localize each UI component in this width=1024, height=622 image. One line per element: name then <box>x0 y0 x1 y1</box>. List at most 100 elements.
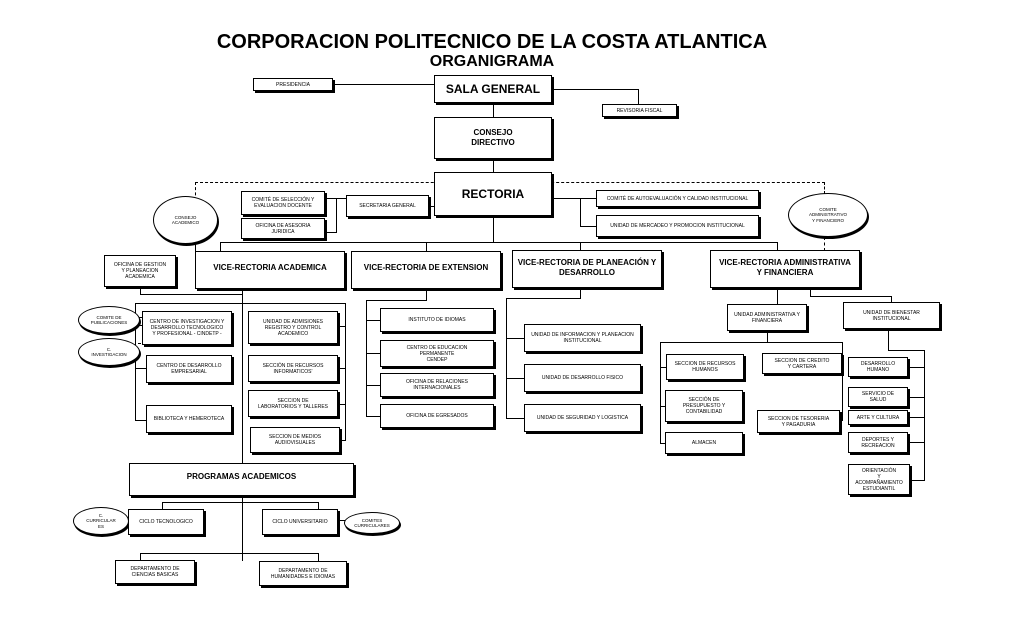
dashed-connector <box>824 182 825 194</box>
box-admisiones[interactable]: UNIDAD DE ADMISIONES REGISTRO Y CONTROL … <box>248 311 338 344</box>
box-rectoria[interactable]: RECTORIA <box>434 172 552 216</box>
connector-line <box>338 520 345 521</box>
box-desarrollo-empresarial[interactable]: CENTRO DE DESARROLLO EMPRESARIAL <box>146 355 232 383</box>
connector-line <box>580 242 581 251</box>
connector-line <box>842 342 843 421</box>
connector-line <box>162 502 163 510</box>
connector-line <box>140 294 243 295</box>
box-unidad-administrativa[interactable]: UNIDAD ADMINISTRATIVA Y FINANCIERA <box>727 304 807 331</box>
box-asesoria-juridica[interactable]: OFICINA DE ASESORIA JURIDICA <box>241 218 325 239</box>
connector-line <box>338 326 346 327</box>
box-comite-seleccion[interactable]: COMITÉ DE SELECCIÓN Y EVALUACION DOCENTE <box>241 191 325 215</box>
connector-line <box>336 198 347 199</box>
connector-line <box>660 443 666 444</box>
box-relaciones-internacionales[interactable]: OFICINA DE RELACIONES INTERNACIONALES <box>380 373 494 397</box>
box-biblioteca[interactable]: BIBLIOTECA Y HEMEROTECA <box>146 405 232 433</box>
connector-line <box>366 416 381 417</box>
connector-line <box>660 342 661 444</box>
box-presidencia[interactable]: PRESIDENCIA <box>253 78 333 91</box>
connector-line <box>135 303 346 304</box>
box-unidad-mercadeo[interactable]: UNIDAD DE MERCADEO Y PROMOCION INSTITUCI… <box>596 215 759 237</box>
box-vr-planeacion[interactable]: VICE-RECTORIA DE PLANEACIÓN Y DESARROLLO <box>512 250 662 288</box>
ellipse-comites-curriculares[interactable]: COMITES CURRICULARES <box>344 512 400 534</box>
ellipse-comite-investigacion[interactable]: C. INVESTIGACION <box>78 338 140 366</box>
connector-line <box>366 300 427 301</box>
box-credito-cartera[interactable]: SECCION DE CREDITO Y CARTERA <box>762 353 842 374</box>
connector-line <box>810 288 811 297</box>
connector-line <box>888 350 925 351</box>
box-vr-extension[interactable]: VICE-RECTORIA DE EXTENSION <box>351 251 501 289</box>
box-almacen[interactable]: ALMACEN <box>665 432 743 454</box>
box-vr-academica[interactable]: VICE-RECTORIA ACADEMICA <box>195 251 345 289</box>
connector-line <box>135 325 143 326</box>
connector-line <box>366 353 381 354</box>
box-medios-audiovisuales[interactable]: SECCION DE MEDIOS AUDIOVISUALES <box>250 427 340 453</box>
connector-line <box>366 300 367 417</box>
box-desarrollo-humano[interactable]: DESARROLLO HUMANO <box>848 357 908 377</box>
box-revisoria-fiscal[interactable]: REVISORIA FISCAL <box>602 104 677 117</box>
connector-line <box>924 350 925 481</box>
connector-line <box>908 442 925 443</box>
connector-line <box>140 553 319 554</box>
box-arte-cultura[interactable]: ARTE Y CULTURA <box>848 410 908 425</box>
box-ciclo-tecnologico[interactable]: CICLO TECNOLOGICO <box>128 509 204 535</box>
box-cindetp[interactable]: CENTRO DE INVESTIGACION Y DESARROLLO TEC… <box>142 311 232 345</box>
connector-line <box>429 206 435 207</box>
connector-line <box>777 288 778 305</box>
org-subtitle: ORGANIGRAMA <box>429 53 555 70</box>
connector-line <box>638 89 639 105</box>
box-instituto-idiomas[interactable]: INSTITUTO DE IDIOMAS <box>380 308 494 332</box>
ellipse-consejo-academico[interactable]: CONSEJO ACADEMICO <box>153 196 218 244</box>
connector-line <box>506 298 507 419</box>
box-presupuesto[interactable]: SECCIÓN DE PRESUPUESTO Y CONTABILIDAD <box>665 390 743 422</box>
box-laboratorios[interactable]: SECCION DE LABORATORIOS Y TALLERES <box>248 390 338 417</box>
box-bienestar[interactable]: UNIDAD DE BIENESTAR INSTITUCIONAL <box>843 302 940 329</box>
connector-line <box>340 440 346 441</box>
connector-line <box>767 331 768 343</box>
connector-line <box>580 226 597 227</box>
box-orientacion[interactable]: ORIENTACIÓN Y ACOMPAÑAMIENTO ESTUDIANTIL <box>848 464 910 495</box>
connector-line <box>552 89 639 90</box>
connector-line <box>338 404 346 405</box>
connector-line <box>580 198 581 227</box>
box-desarrollo-fisico[interactable]: UNIDAD DE DESARROLLO FISICO <box>524 364 641 392</box>
box-egresados[interactable]: OFICINA DE EGRESADOS <box>380 404 494 428</box>
connector-line <box>140 553 141 561</box>
box-servicio-salud[interactable]: SERVICIO DE SALUD <box>848 387 908 407</box>
box-ciclo-universitario[interactable]: CICLO UNIVERSITARIO <box>262 509 338 535</box>
connector-line <box>493 159 494 173</box>
box-vr-administrativa[interactable]: VICE-RECTORIA ADMINISTRATIVA Y FINANCIER… <box>710 250 860 288</box>
box-informacion-planeacion[interactable]: UNIDAD DE INFORMACION Y PLANEACION INSTI… <box>524 324 641 352</box>
ellipse-comite-administrativo[interactable]: COMITE ADMINISTRATIVO Y FINANCIERO <box>788 193 868 237</box>
connector-line <box>506 298 581 299</box>
box-seguridad-logistica[interactable]: UNIDAD DE SEGURIDAD Y LOGISTICA <box>524 404 641 432</box>
box-recursos-informaticos[interactable]: SECCIÓN DE RECURSOS INFORMATICOS' <box>248 355 338 382</box>
box-tesoreria[interactable]: SECCION DE TESORERIA Y PAGADURIA <box>757 410 840 433</box>
connector-line <box>910 480 925 481</box>
connector-line <box>660 367 667 368</box>
box-consejo-directivo[interactable]: CONSEJO DIRECTIVO <box>434 117 552 159</box>
box-deportes[interactable]: DEPORTES Y RECREACION <box>848 432 908 453</box>
connector-line <box>220 242 778 243</box>
connector-line <box>810 296 892 297</box>
ellipse-comite-curricular[interactable]: C. CURRICULAR ES <box>73 507 129 535</box>
box-secretaria-general[interactable]: SECRETARIA GENERAL <box>346 195 429 217</box>
connector-line <box>195 244 196 252</box>
connector-line <box>135 303 136 421</box>
connector-line <box>318 553 319 562</box>
box-humanidades[interactable]: DEPARTAMENTO DE HUMANIDADES E IDIOMAS <box>259 561 347 586</box>
box-ciencias-basicas[interactable]: DEPARTAMENTO DE CIENCIAS BASICAS <box>115 560 195 584</box>
box-sala-general[interactable]: SALA GENERAL <box>434 75 552 103</box>
connector-line <box>506 378 525 379</box>
connector-line <box>135 368 147 369</box>
box-comite-autoevaluacion[interactable]: COMITÉ DE AUTOEVALUACIÓN Y CALIDAD INSTI… <box>596 190 759 207</box>
box-oficina-gestion[interactable]: OFICINA DE GESTION Y PLANEACION ACADEMIC… <box>104 255 176 287</box>
connector-line <box>325 198 337 199</box>
box-programas-academicos[interactable]: PROGRAMAS ACADEMICOS <box>129 463 354 496</box>
connector-line <box>140 287 141 295</box>
connector-line <box>840 420 843 421</box>
org-title: CORPORACION POLITECNICO DE LA COSTA ATLA… <box>216 31 768 53</box>
box-cendep[interactable]: CENTRO DE EDUCACION PERMANENTE CENDEP <box>380 340 494 367</box>
box-recursos-humanos[interactable]: SECCION DE RECURSOS HUMANOS <box>666 354 744 380</box>
ellipse-comite-publicaciones[interactable]: COMITE DE PUBLICACIONES <box>78 306 140 334</box>
